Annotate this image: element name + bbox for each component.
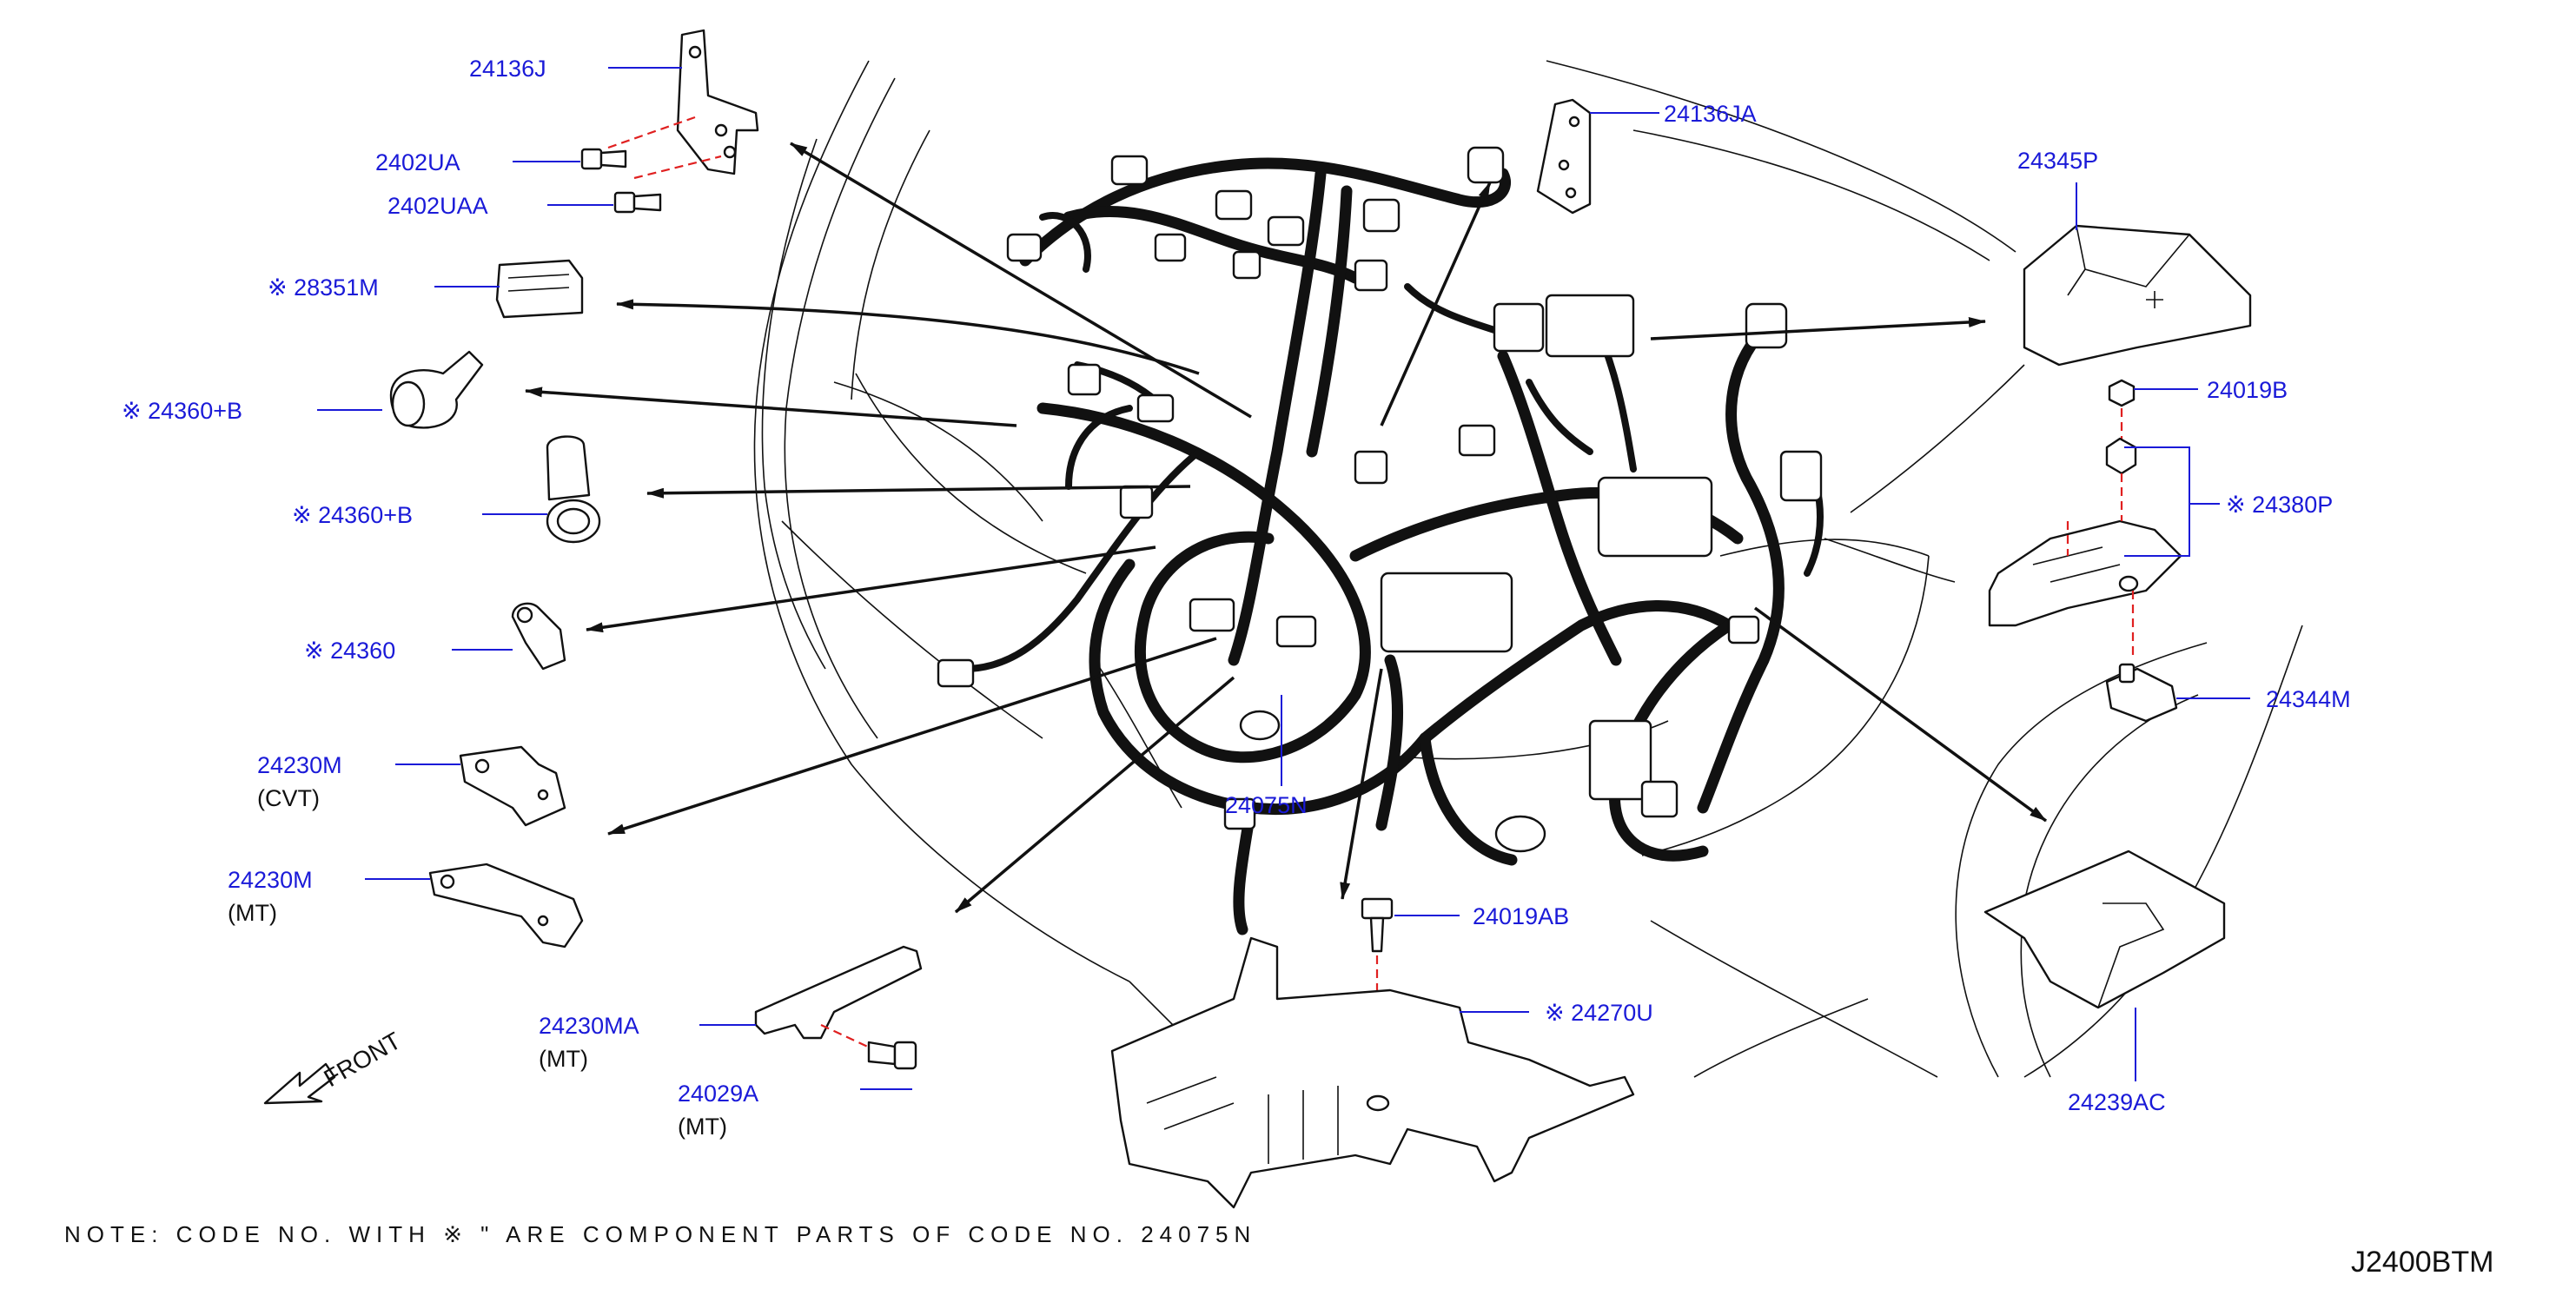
label-24230m-mt-variant: (MT) bbox=[228, 900, 277, 926]
terminal-24344m-drawing bbox=[2105, 663, 2178, 723]
cover-24345p-drawing bbox=[2023, 224, 2252, 367]
label-24380p: ※ 24380P bbox=[2226, 492, 2333, 518]
label-24019ab: 24019AB bbox=[1473, 903, 1569, 929]
label-24230m-cvt-variant: (CVT) bbox=[257, 785, 320, 811]
main-harness-drawing bbox=[961, 157, 1824, 935]
bracket-24230m-mt-drawing bbox=[428, 863, 584, 949]
label-24136j: 24136J bbox=[469, 56, 546, 82]
bolt-2402uaa-drawing bbox=[613, 191, 662, 214]
label-24230m-cvt: 24230M bbox=[257, 752, 342, 778]
label-24230ma-variant: (MT) bbox=[539, 1046, 588, 1072]
label-24344m: 24344M bbox=[2266, 686, 2351, 712]
nut-24019b-drawing bbox=[2108, 379, 2136, 443]
label-2402uaa: 2402UAA bbox=[387, 193, 488, 219]
label-24136ja: 24136JA bbox=[1664, 101, 1757, 127]
note-text: NOTE: CODE NO. WITH ※ " ARE COMPONENT PA… bbox=[64, 1221, 1256, 1247]
label-24360b-elbow: ※ 24360+B bbox=[122, 398, 242, 424]
connector-28351m-drawing bbox=[495, 259, 584, 319]
diagram-code: J2400BTM bbox=[2351, 1246, 2493, 1279]
cap-24360b-straight-drawing bbox=[546, 435, 601, 544]
part-labels: 24136J 2402UA 2402UAA ※ 28351M ※ 24360+B… bbox=[64, 56, 2493, 1279]
fusible-link-24380p-drawing bbox=[1988, 437, 2182, 660]
label-24360: ※ 24360 bbox=[304, 638, 395, 664]
bracket-24230m-cvt-drawing bbox=[459, 745, 566, 827]
label-28351m: ※ 28351M bbox=[268, 274, 379, 301]
label-24019b: 24019B bbox=[2207, 377, 2288, 403]
label-24230m-mt: 24230M bbox=[228, 867, 313, 893]
front-direction-arrow bbox=[263, 1062, 336, 1105]
label-24230ma: 24230MA bbox=[539, 1013, 639, 1039]
label-leader-lines bbox=[317, 67, 2250, 1090]
bracket-24136ja-drawing bbox=[1536, 98, 1592, 215]
protector-24270u-drawing bbox=[1110, 936, 1635, 1209]
label-24270u: ※ 24270U bbox=[1545, 1000, 1653, 1026]
bracket-24230ma-drawing bbox=[754, 945, 923, 1056]
bolt-2402ua-drawing bbox=[580, 148, 627, 170]
label-24360b-straight: ※ 24360+B bbox=[292, 502, 413, 528]
label-24345p: 24345P bbox=[2017, 148, 2098, 174]
cover-24239ac-drawing bbox=[1983, 849, 2226, 1009]
label-2402ua: 2402UA bbox=[375, 149, 460, 175]
label-24029a-variant: (MT) bbox=[678, 1114, 727, 1140]
label-24075n: 24075N bbox=[1225, 792, 1308, 818]
clip-24360-drawing bbox=[511, 602, 566, 671]
cap-24360b-elbow-drawing bbox=[389, 350, 484, 429]
harness-connectors bbox=[937, 146, 1823, 853]
leader-arrows bbox=[525, 142, 2048, 914]
label-24239ac: 24239AC bbox=[2068, 1089, 2166, 1115]
bracket-24136j-drawing bbox=[607, 29, 759, 180]
label-24029a: 24029A bbox=[678, 1081, 758, 1107]
bolt-24029a-drawing bbox=[867, 1041, 917, 1070]
front-label: FRONT bbox=[320, 1027, 406, 1092]
